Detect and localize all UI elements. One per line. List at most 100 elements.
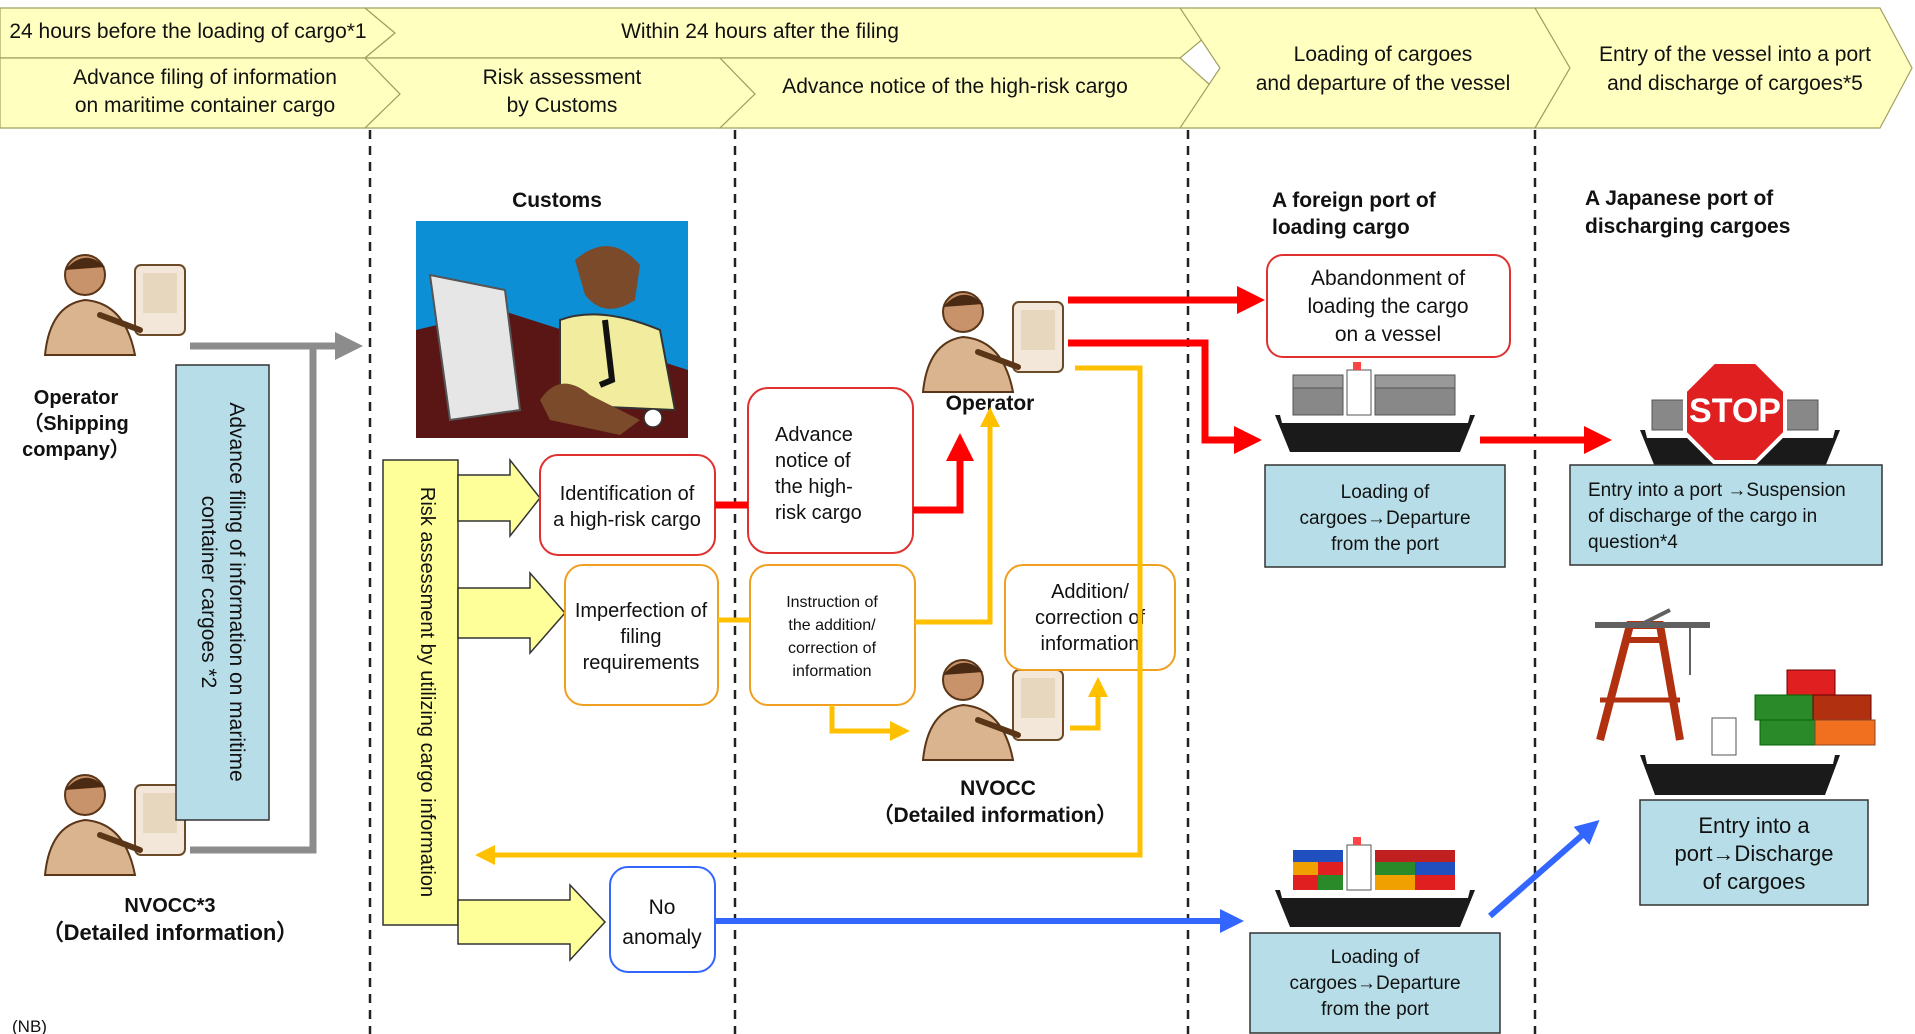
red-risk-path xyxy=(715,286,1612,514)
yellow-return-line xyxy=(475,365,1143,865)
block-arrow-imperfection xyxy=(457,571,566,655)
no-anomaly-line-1: No xyxy=(649,896,676,919)
advance-notice-line-2: notice of xyxy=(775,450,851,472)
phase4-label-2: and departure of the vessel xyxy=(1256,72,1511,95)
left-labels: Operator （Shipping company） NVOCC*3 （Det… xyxy=(22,387,298,945)
discharge-line-2: port→Discharge xyxy=(1675,841,1834,866)
operator-label-1: Operator xyxy=(34,387,119,409)
risk-assessment-vertical-box xyxy=(382,459,459,926)
block-arrow-no-anomaly xyxy=(457,883,607,962)
identification-line-2: a high-risk cargo xyxy=(553,509,701,531)
phase3-label: Advance notice of the high-risk cargo xyxy=(782,75,1128,98)
advance-notice-box: Advance notice of the high- risk cargo xyxy=(747,387,914,554)
gray-line-nvocc xyxy=(190,346,317,854)
loading-box-2: Loading of cargoes→Departure from the po… xyxy=(1249,932,1501,1034)
instruction-line-1: Instruction of xyxy=(786,594,878,611)
imperfection-line-2: filing xyxy=(620,626,661,648)
customs-title: Customs xyxy=(512,189,602,212)
container-stack-icon xyxy=(1754,669,1876,746)
phase5-label-1: Entry of the vessel into a port xyxy=(1599,43,1871,66)
suspension-line-1: Entry into a port →Suspension xyxy=(1588,480,1846,501)
imperfection-line-1: Imperfection of xyxy=(575,600,708,622)
loading2-line-1: Loading of xyxy=(1331,947,1420,968)
phase-separators xyxy=(368,130,1537,1034)
loading1-line-3: from the port xyxy=(1331,534,1439,555)
japan-port-title: A Japanese port of discharging cargoes xyxy=(1585,187,1790,238)
instruction-line-2: the addition/ xyxy=(788,617,876,634)
nvocc-left-label-1: NVOCC*3 xyxy=(124,895,215,917)
advance-filing-vertical-line-1: Advance filing of information on maritim… xyxy=(225,402,248,781)
advance-filing-vertical-box xyxy=(175,364,270,821)
loading1-line-2: cargoes→Departure xyxy=(1299,508,1470,529)
yellow-arrow-to-operator xyxy=(915,407,1000,625)
suspension-line-2: of discharge of the cargo in xyxy=(1588,506,1817,527)
stop-sign-icon: STOP xyxy=(1683,360,1787,464)
red-arrow-to-operator xyxy=(913,433,974,514)
addition-line-1: Addition/ xyxy=(1051,581,1129,603)
gantry-crane-icon xyxy=(1595,608,1710,742)
loading2-line-3: from the port xyxy=(1321,999,1429,1020)
phase4-label-1: Loading of cargoes xyxy=(1294,43,1473,66)
mid-operator-person-icon xyxy=(921,291,1064,393)
red-arrow-to-ship xyxy=(1068,339,1262,454)
banner-entry-discharge xyxy=(1533,7,1913,129)
phase-top-label: Within 24 hours after the filing xyxy=(621,20,899,43)
yellow-correction-path xyxy=(475,365,1143,865)
risk-block-arrows xyxy=(457,457,607,962)
instruction-line-3: correction of xyxy=(788,640,877,657)
suspension-box: Entry into a port →Suspension of dischar… xyxy=(1569,464,1883,566)
operator-label-2: （Shipping xyxy=(23,412,129,435)
operator-person-icon xyxy=(43,254,186,356)
addition-line-3: information xyxy=(1041,633,1140,655)
abandonment-line-3: on a vessel xyxy=(1335,323,1441,346)
block-arrow-identification xyxy=(457,457,541,539)
header-banners xyxy=(0,7,1913,129)
identification-box: Identification of a high-risk cargo xyxy=(539,454,716,556)
loading1-line-1: Loading of xyxy=(1341,482,1430,503)
advance-filing-vertical-line-2: container cargoes *2 xyxy=(197,496,220,689)
ship-colorful-containers-icon xyxy=(1275,837,1475,927)
phase2-label-2: by Customs xyxy=(507,94,618,117)
advance-notice-line-4: risk cargo xyxy=(775,502,862,524)
instruction-box: Instruction of the addition/ correction … xyxy=(749,564,916,706)
no-anomaly-box: No anomaly xyxy=(609,866,716,973)
addition-correction-box: Addition/ correction of information xyxy=(1004,564,1176,671)
header-texts: 24 hours before the loading of cargo*1 W… xyxy=(9,20,1871,117)
blue-arrow-to-japan xyxy=(1488,820,1600,919)
loading-box-1: Loading of cargoes→Departure from the po… xyxy=(1264,464,1506,568)
instruction-line-4: information xyxy=(792,663,871,680)
foreign-port-title-2: loading cargo xyxy=(1272,216,1410,239)
phase1-label-2: on maritime container cargo xyxy=(75,94,335,117)
yellow-arrow-to-nvocc xyxy=(829,705,910,741)
no-anomaly-line-2: anomaly xyxy=(622,926,702,949)
banner-loading-departure xyxy=(1178,7,1571,129)
operator-label-3: company） xyxy=(22,438,130,461)
identification-line-1: Identification of xyxy=(560,483,695,505)
mid-nvocc-label-1: NVOCC xyxy=(960,777,1036,800)
loading2-line-2: cargoes→Departure xyxy=(1289,973,1460,994)
imperfection-line-3: requirements xyxy=(583,652,700,674)
foreign-port-title-1: A foreign port of xyxy=(1272,189,1437,212)
mid-nvocc-label-2: （Detailed information） xyxy=(872,803,1117,827)
footer-note: (NB) xyxy=(12,1017,47,1034)
risk-assessment-vertical-text: Risk assessment by utilizing cargo infor… xyxy=(416,487,438,897)
abandonment-line-1: Abandonment of xyxy=(1311,267,1465,290)
addition-line-2: correction of xyxy=(1035,607,1145,629)
nvocc-left-label-2: （Detailed information） xyxy=(42,920,299,945)
gray-filing-arrows xyxy=(190,332,363,854)
ship-gray-containers-icon xyxy=(1275,362,1475,452)
advance-filing-vertical-text: Advance filing of information on maritim… xyxy=(197,402,248,781)
discharge-line-3: of cargoes xyxy=(1703,869,1806,894)
nvocc-person-icon xyxy=(43,774,186,876)
phase1-top-label: 24 hours before the loading of cargo*1 xyxy=(9,20,366,43)
yellow-arrow-to-addition xyxy=(1070,677,1108,731)
customs-officer-computer-icon xyxy=(416,221,688,438)
phase2-label-1: Risk assessment xyxy=(483,66,642,89)
stop-sign-text: STOP xyxy=(1689,392,1781,430)
abandonment-box: Abandonment of loading the cargo on a ve… xyxy=(1266,254,1511,358)
discharge-line-1: Entry into a xyxy=(1698,813,1810,838)
imperfection-box: Imperfection of filing requirements xyxy=(564,564,719,706)
advance-notice-line-1: Advance xyxy=(775,424,853,446)
blue-clear-path xyxy=(715,820,1600,933)
